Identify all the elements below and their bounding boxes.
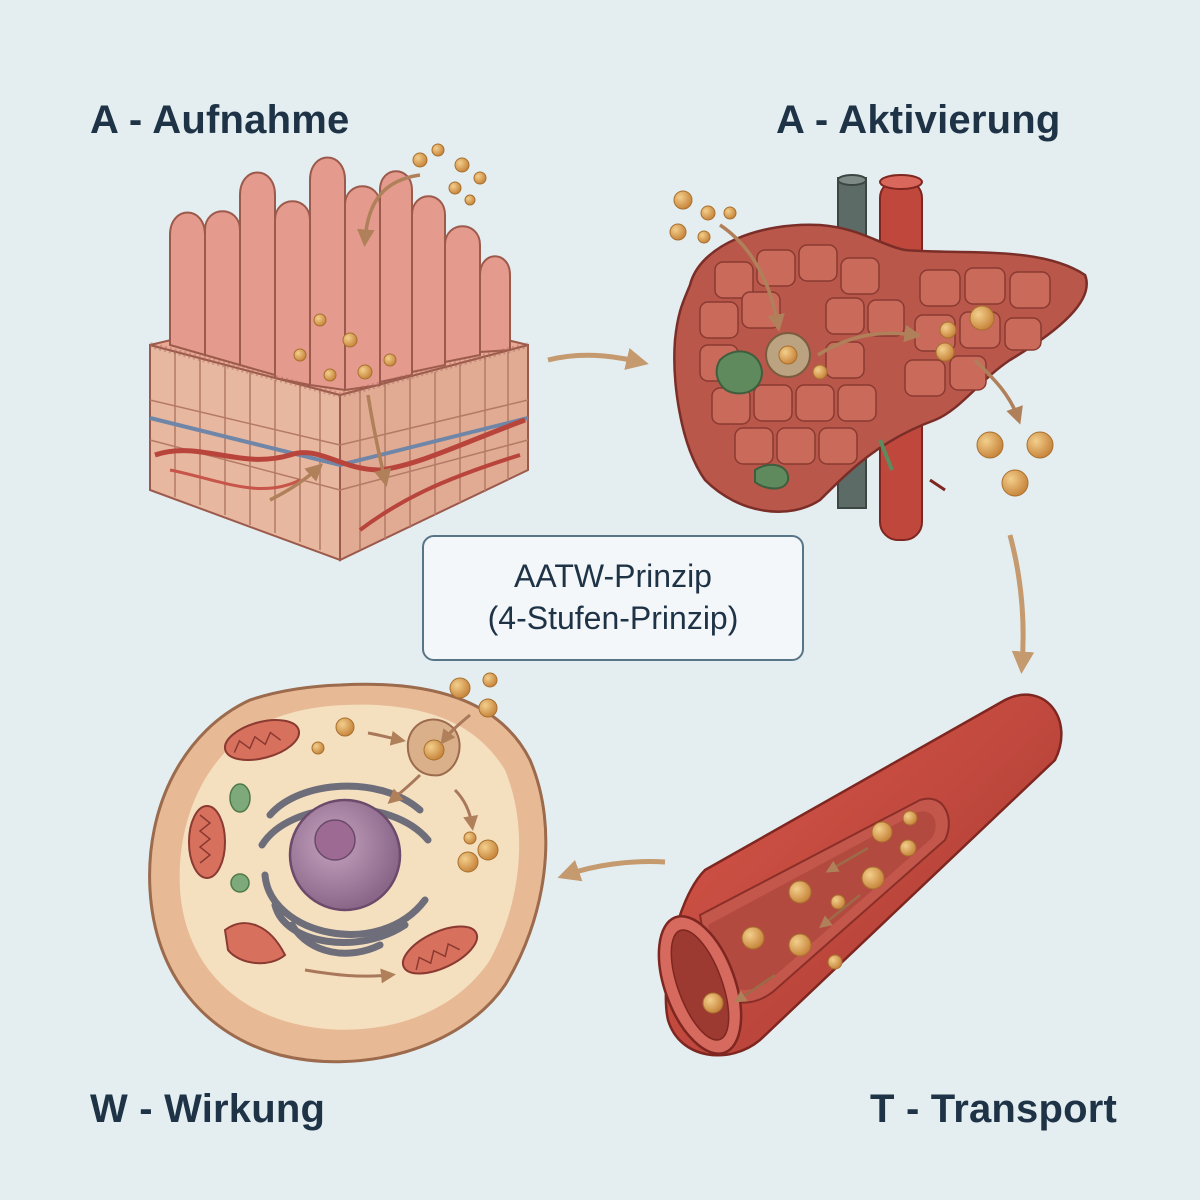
flow-arrow-aktivierung-transport — [1007, 534, 1035, 674]
stage-label-aktivierung: A - Aktivierung — [776, 98, 1061, 142]
liver-illustration — [669, 174, 1088, 541]
body-cell-illustration — [148, 672, 548, 1064]
flow-arrows — [547, 347, 1035, 882]
mitochondria — [188, 719, 479, 975]
blood-vessel-illustration — [657, 693, 1063, 1057]
intestine-villi-illustration — [149, 143, 529, 562]
center-title: AATW-Prinzip — [514, 558, 712, 595]
stage-label-transport: T - Transport — [870, 1087, 1118, 1131]
aatw-principle-box: AATW-Prinzip (4-Stufen-Prinzip) — [422, 535, 804, 661]
center-subtitle: (4-Stufen-Prinzip) — [487, 600, 739, 636]
stage-label-wirkung: W - Wirkung — [90, 1087, 326, 1131]
flow-arrow-transport-wirkung — [557, 859, 666, 882]
flow-arrow-aufnahme-aktivierung — [547, 347, 649, 370]
stage-label-aufnahme: A - Aufnahme — [90, 98, 350, 142]
